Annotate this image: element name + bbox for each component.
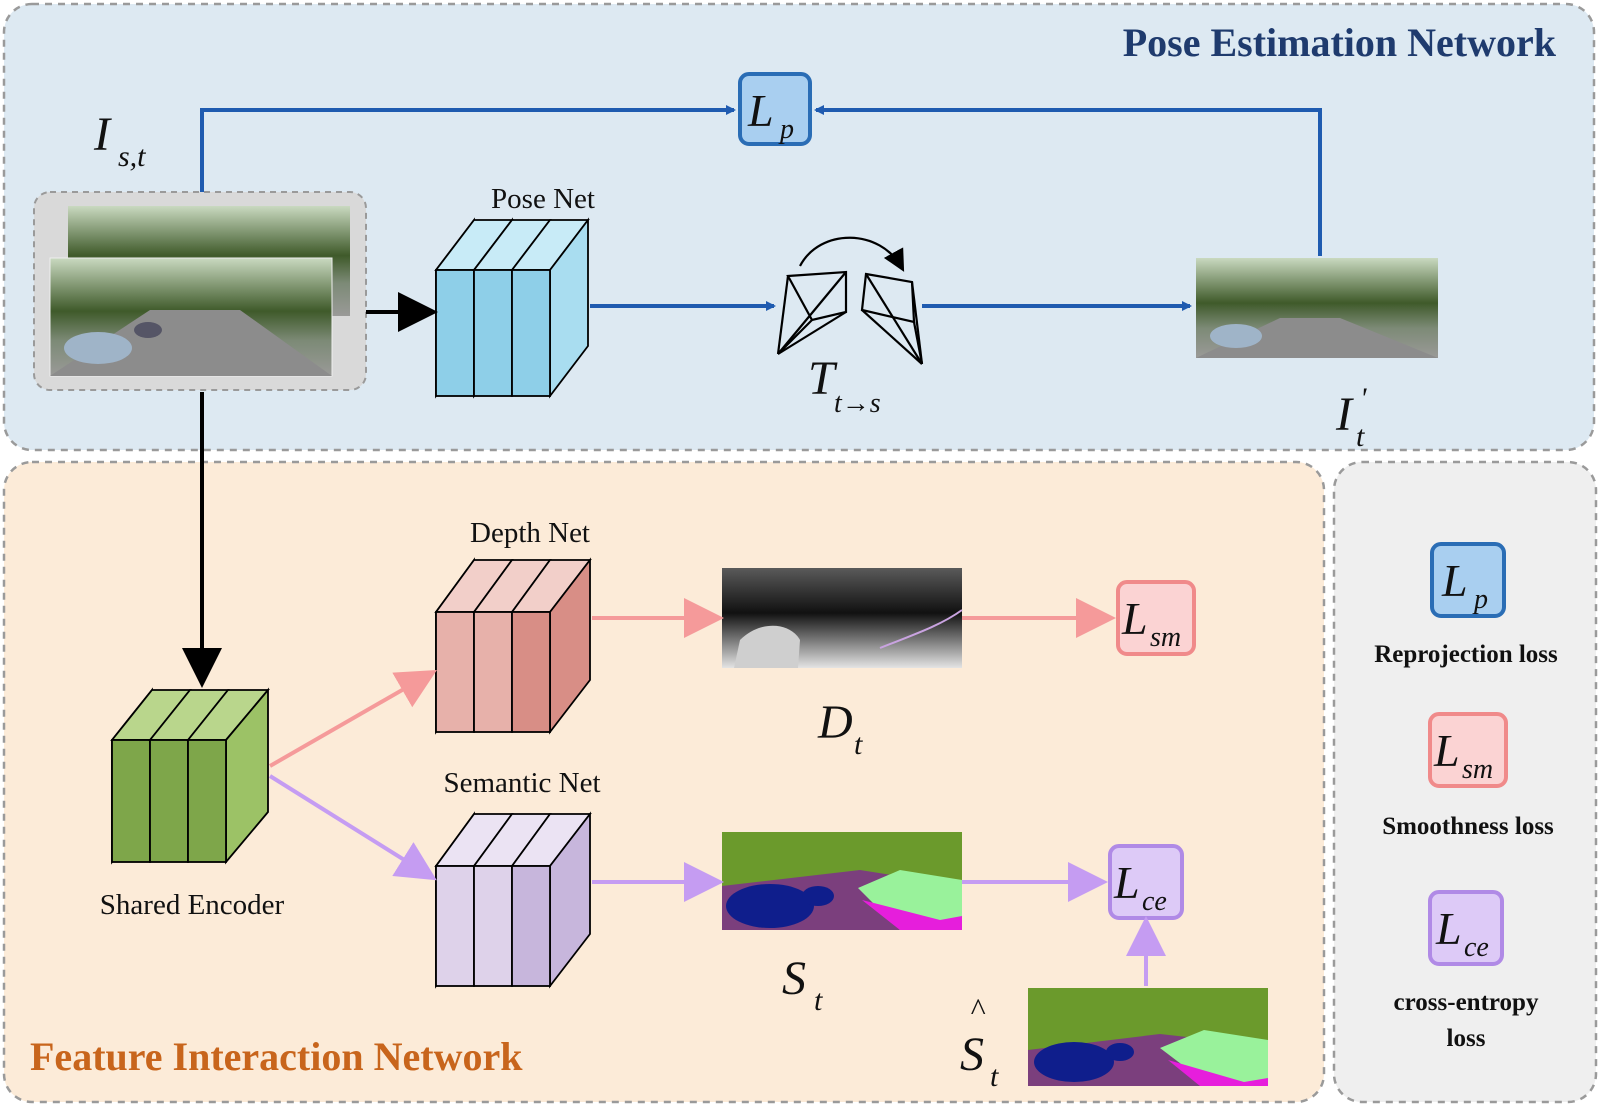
recon-superscript: ' <box>1360 382 1367 415</box>
gt-subscript: t <box>990 1060 999 1093</box>
pose-arrows <box>200 105 1322 311</box>
semantic-net-block <box>434 811 592 989</box>
transform-subscript: t→s <box>834 388 881 419</box>
gt-symbol: S <box>960 1028 984 1081</box>
legend-lce-box <box>1428 890 1504 966</box>
camera-transform-icon <box>776 236 924 365</box>
depth-map-image <box>722 568 963 668</box>
depth-symbol: D <box>817 696 853 749</box>
encoder-to-semantic-arrow <box>268 774 437 881</box>
lce-symbol: L <box>1113 857 1140 908</box>
shared-encoder-block <box>110 687 270 865</box>
legend-lce-symbol: L <box>1435 903 1462 954</box>
pose-net-block <box>434 217 590 399</box>
lce-subscript: ce <box>1142 886 1167 917</box>
transform-symbol: T <box>808 352 838 405</box>
legend-lsm-name: Smoothness loss <box>1382 813 1554 840</box>
input-frames <box>33 191 367 391</box>
depth-net-label: Depth Net <box>470 517 590 549</box>
ground-truth-seg-image <box>1028 988 1268 1086</box>
seg-symbol: S <box>782 952 806 1005</box>
lp-subscript: p <box>778 114 794 145</box>
recon-subscript: t <box>1356 420 1365 453</box>
lp-loss-box <box>738 72 812 146</box>
legend-lp-name: Reprojection loss <box>1374 641 1558 668</box>
legend-lp-box <box>1430 542 1506 618</box>
reconstructed-image <box>1196 258 1438 358</box>
input-symbol: I <box>93 108 112 161</box>
segmentation-image <box>722 832 962 930</box>
black-arrows <box>182 292 438 688</box>
recon-symbol: I <box>1335 388 1354 441</box>
input-subscript: s,t <box>118 140 146 173</box>
depth-net-block <box>434 557 592 735</box>
legend-lce-name-line2: loss <box>1447 1025 1486 1052</box>
legend-lp-subscript: p <box>1472 584 1488 615</box>
legend-lp-symbol: L <box>1441 555 1468 606</box>
shared-encoder-label: Shared Encoder <box>100 889 285 921</box>
gt-hat: ^ <box>970 991 986 1027</box>
semantic-net-label: Semantic Net <box>443 767 600 799</box>
lsm-loss-box <box>1116 580 1196 656</box>
legend-lce-subscript: ce <box>1464 932 1489 963</box>
lsm-symbol: L <box>1121 593 1148 644</box>
depth-subscript: t <box>854 728 863 761</box>
legend-lsm-box <box>1428 712 1508 788</box>
legend-lsm-subscript: sm <box>1462 754 1493 785</box>
lp-symbol: L <box>747 85 774 136</box>
feature-network-title: Feature Interaction Network <box>30 1034 523 1079</box>
legend-lsm-symbol: L <box>1433 725 1460 776</box>
pose-net-label: Pose Net <box>491 183 595 215</box>
feature-network-region <box>2 460 1326 1104</box>
encoder-to-depth-arrow <box>269 670 437 768</box>
lsm-subscript: sm <box>1150 622 1181 653</box>
legend-lce-name-line1: cross-entropy <box>1394 989 1539 1016</box>
pose-network-title: Pose Estimation Network <box>1123 20 1557 65</box>
seg-subscript: t <box>814 984 823 1017</box>
